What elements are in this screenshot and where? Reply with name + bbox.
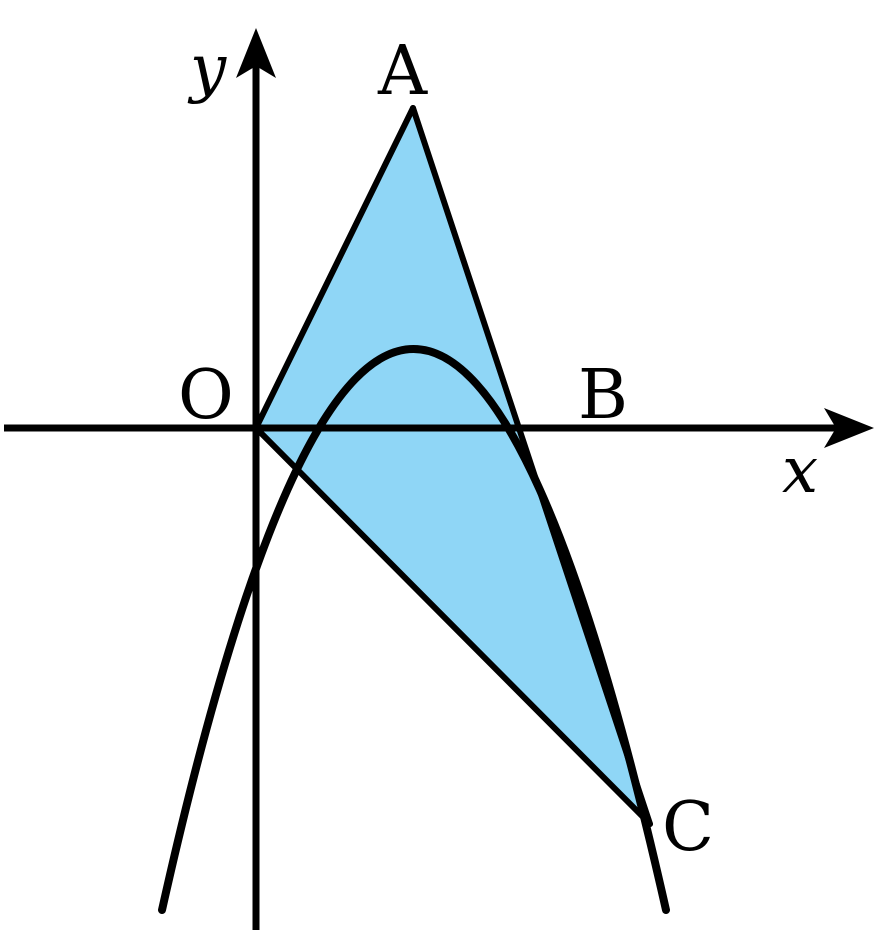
parabola-curve <box>158 345 670 914</box>
triangle-oac-fill <box>256 108 650 824</box>
y-axis-label: y <box>187 32 227 106</box>
x-axis-arrowhead <box>824 408 874 448</box>
x-axis-label: x <box>782 434 818 508</box>
segment-oc <box>253 425 653 827</box>
segment-oa <box>253 105 416 431</box>
label-point-a: A <box>377 32 428 111</box>
label-point-c: C <box>662 788 714 867</box>
label-origin-o: O <box>178 356 234 435</box>
label-point-b: B <box>578 356 628 435</box>
segment-ac <box>410 105 653 827</box>
y-axis-arrowhead <box>236 28 276 78</box>
